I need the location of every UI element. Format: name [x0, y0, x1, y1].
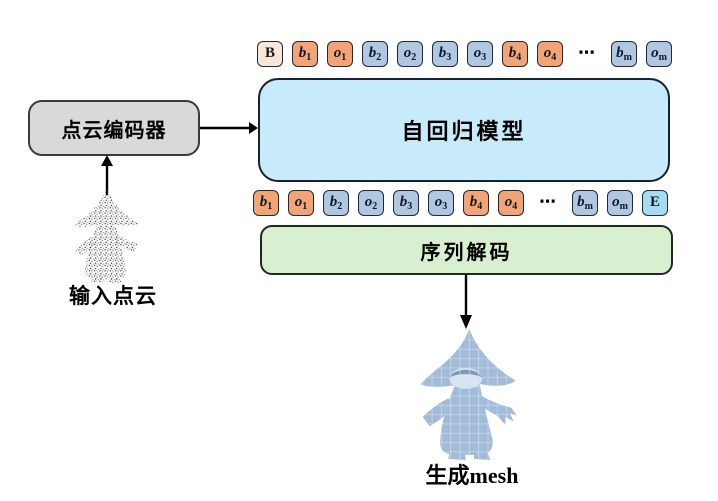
token-b3: b3: [393, 190, 419, 216]
token-o2: o2: [397, 41, 423, 67]
input-point-cloud-caption: 输入点云: [69, 285, 157, 308]
generated-mesh-caption: 生成mesh: [425, 463, 519, 488]
ellipsis: ⋯: [578, 43, 596, 63]
token-o2: o2: [358, 190, 384, 216]
arrow-decoder-to-mesh-icon: [460, 274, 472, 329]
token-E: E: [642, 190, 668, 216]
token-B: B: [257, 41, 283, 67]
token-b3: b3: [432, 41, 458, 67]
generated-mesh-figure: [420, 328, 518, 460]
token-b4: b4: [502, 41, 528, 67]
token-b1: b1: [292, 41, 318, 67]
token-bm: bm: [611, 41, 637, 67]
token-b2: b2: [362, 41, 388, 67]
token-b2: b2: [323, 190, 349, 216]
token-o1: o1: [327, 41, 353, 67]
point-cloud-encoder-label: 点云编码器: [61, 119, 167, 142]
token-o3: o3: [428, 190, 454, 216]
autoregressive-model-label: 自回归模型: [401, 119, 527, 144]
token-b1: b1: [253, 190, 279, 216]
token-o3: o3: [467, 41, 493, 67]
token-o1: o1: [288, 190, 314, 216]
sequence-decode-box: 序列解码: [260, 225, 673, 275]
token-o4: o4: [537, 41, 563, 67]
ellipsis: ⋯: [539, 192, 557, 212]
point-cloud-encoder-box: 点云编码器: [28, 100, 200, 156]
arrow-encoder-to-model-icon: [200, 122, 258, 134]
sequence-decode-label: 序列解码: [420, 241, 513, 264]
token-bm: bm: [572, 190, 598, 216]
token-om: om: [646, 41, 672, 67]
token-om: om: [607, 190, 633, 216]
token-o4: o4: [498, 190, 524, 216]
token-b4: b4: [463, 190, 489, 216]
input-point-cloud-figure: [72, 187, 140, 284]
autoregressive-model-box: 自回归模型: [258, 78, 670, 182]
